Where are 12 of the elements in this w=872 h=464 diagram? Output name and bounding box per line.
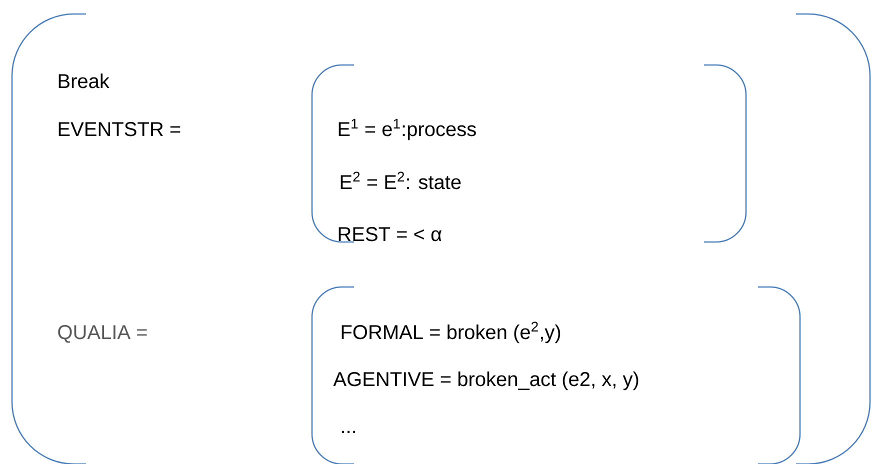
entry-text: QUALIA = (58, 325, 147, 343)
bracket-box (311, 286, 801, 464)
entry-text: EVENTSTR = (58, 122, 180, 136)
entry-text: E$^{1}$ = e$^{1}$:process (338, 118, 476, 140)
entry-text: REST = < α (338, 227, 442, 242)
bracket-box (311, 64, 747, 243)
bracket-box (11, 13, 871, 464)
entry-text: ... (342, 430, 356, 433)
entry-text: AGENTIVE = broken_act (e2, x, y) (333, 372, 638, 390)
entry-text: Break (58, 74, 110, 88)
entry-text: E$^{2}$ = E$^{2}$: state (340, 172, 461, 190)
entry-text: FORMAL = broken (e$^{2}$,y) (342, 322, 560, 344)
